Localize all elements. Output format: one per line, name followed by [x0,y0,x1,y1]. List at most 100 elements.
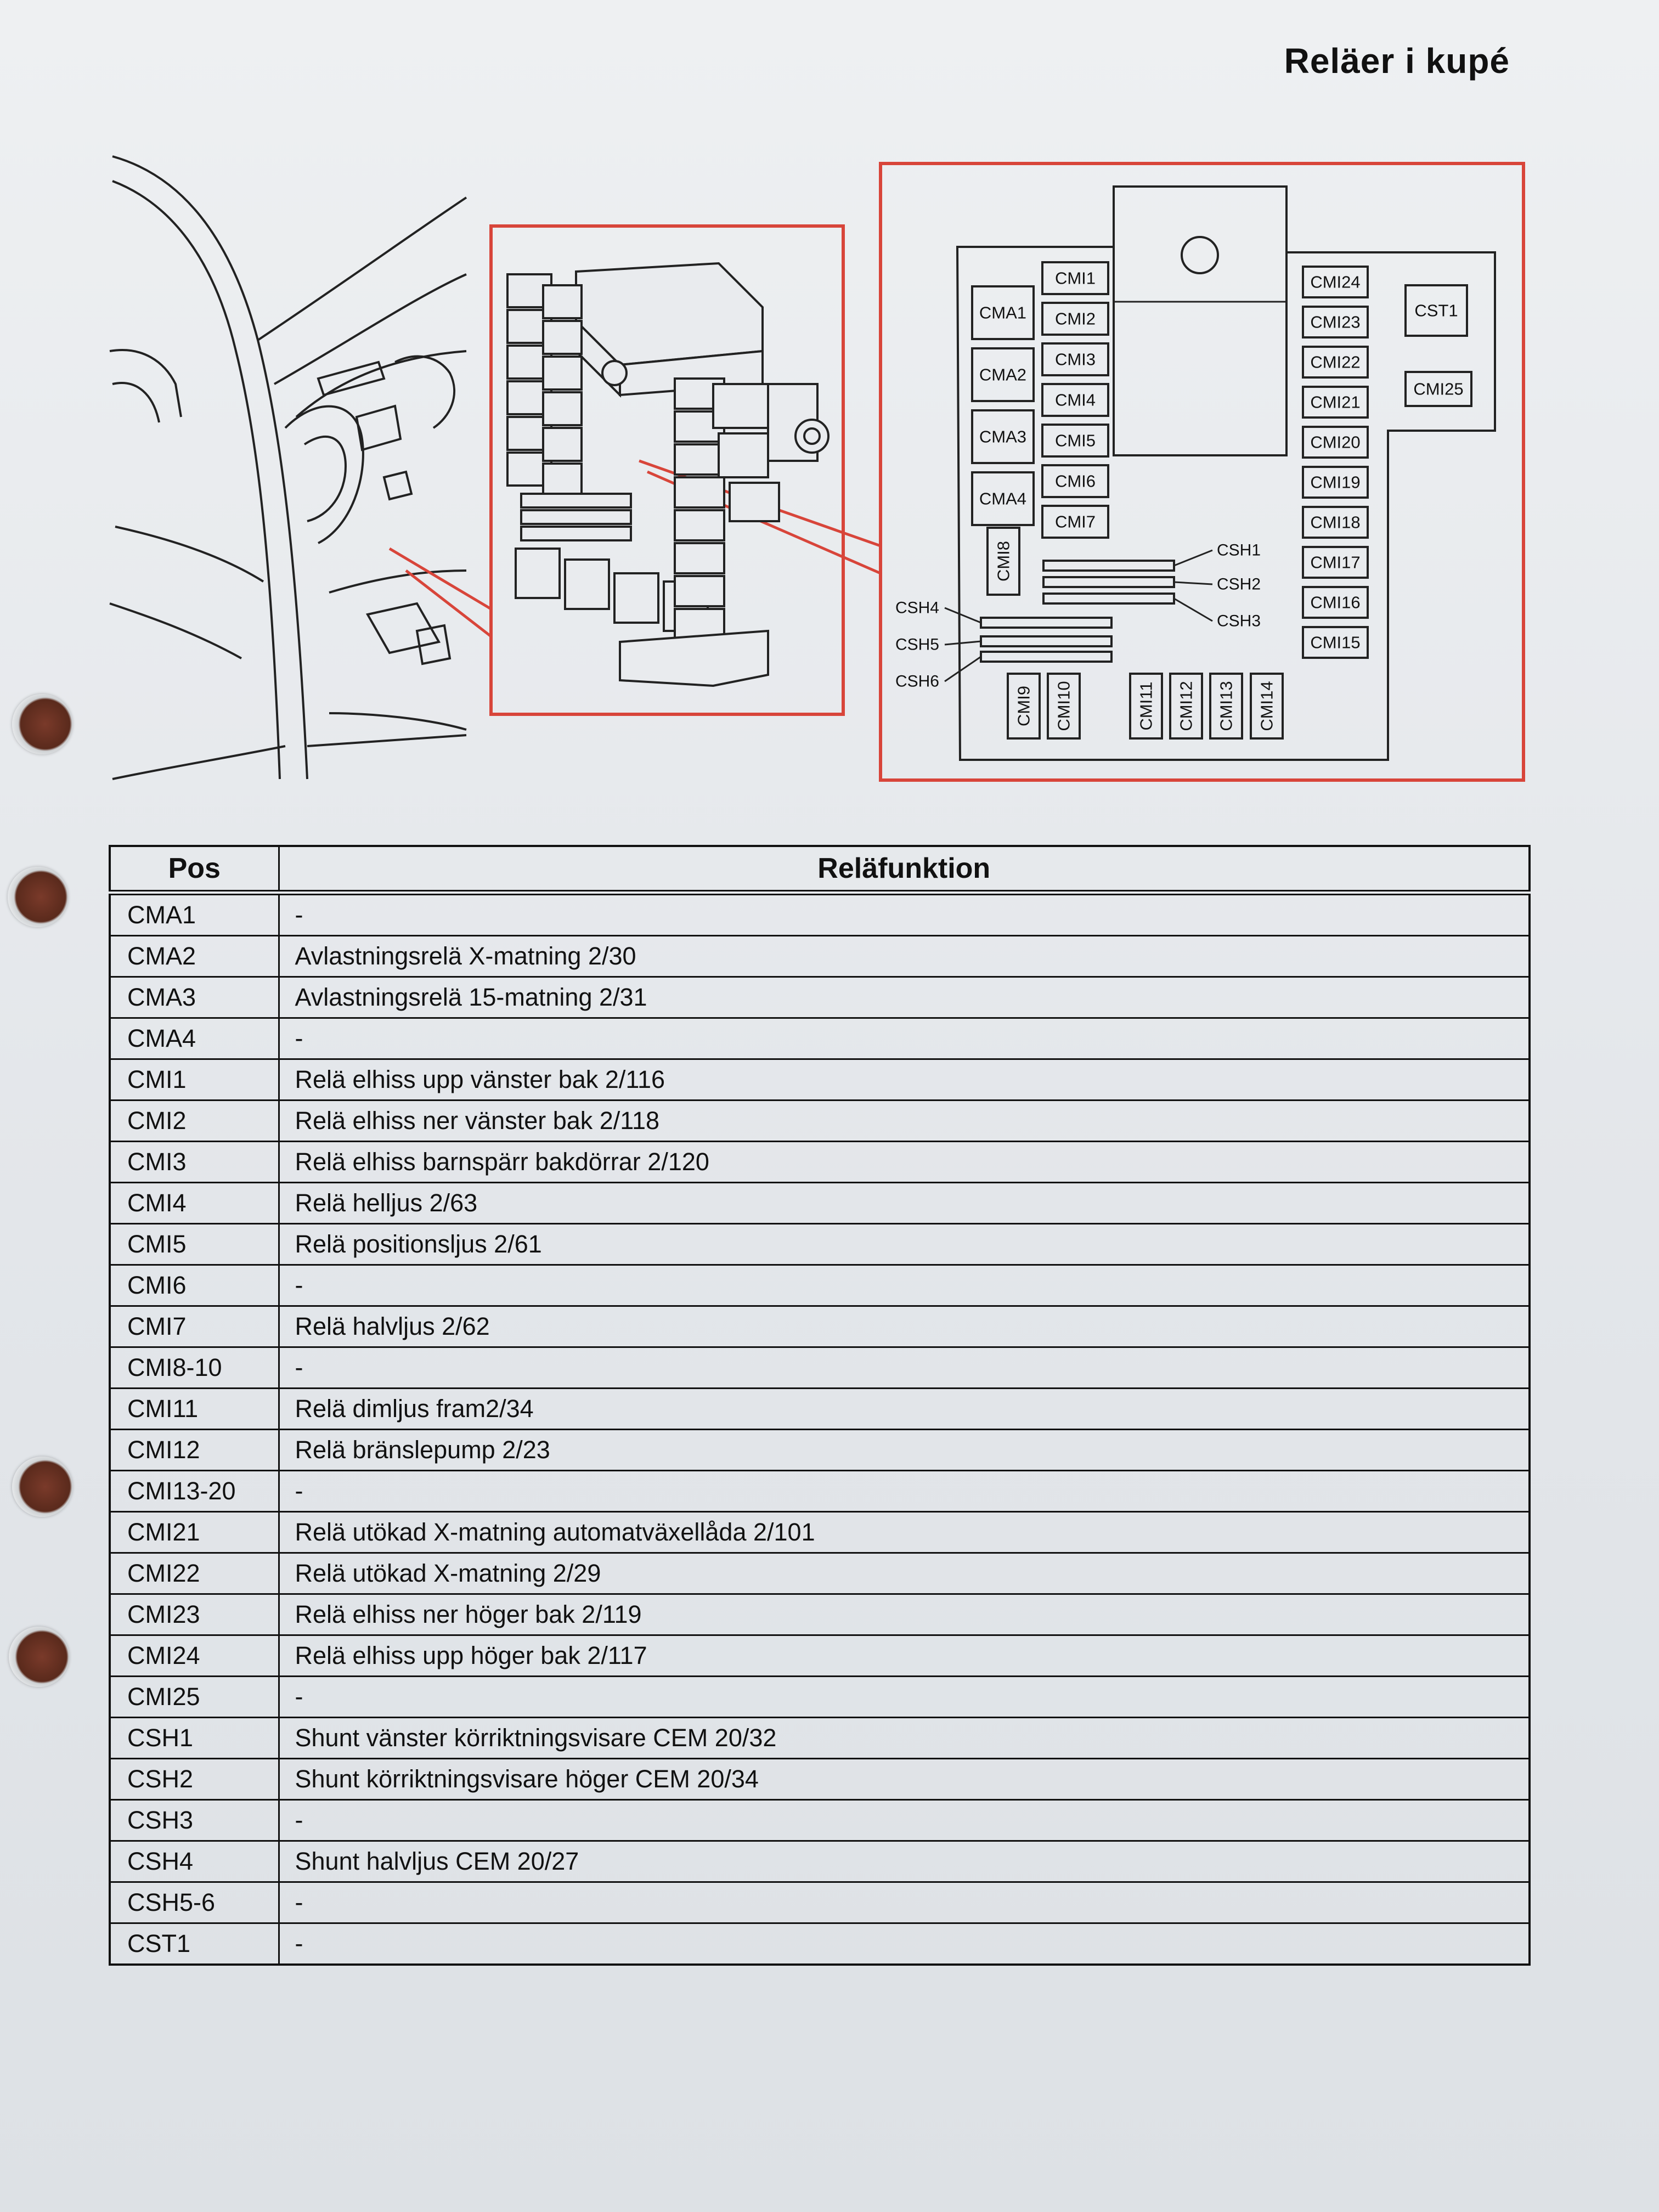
relay-cmi5-box [1041,424,1109,458]
cell-function: Relä bränslepump 2/23 [278,1429,1531,1471]
table-row: CMA4- [109,1017,1531,1060]
cell-function: Relä elhiss ner vänster bak 2/118 [278,1099,1531,1142]
relay-location-diagram: CMA1CMA2CMA3CMA4CMI1CMI2CMI3CMI4CMI5CMI6… [109,155,1525,782]
relay-cmi6-box [1041,464,1109,498]
shunt-csh1-label: CSH1 [1217,541,1261,560]
cell-pos: CMI3 [109,1141,280,1183]
relay-cma4-label: CMA4 [979,489,1026,509]
cell-pos: CMI1 [109,1058,280,1101]
relay-cmi17-box [1302,546,1369,579]
relay-cma2-label: CMA2 [979,365,1026,385]
cell-pos: CSH1 [109,1717,280,1759]
shunt-csh5-label: CSH5 [895,636,939,654]
cell-function: - [278,1675,1531,1718]
cell-pos: CMI5 [109,1223,280,1266]
table-row: CSH5-6- [109,1881,1531,1924]
relay-cmi14-label: CMI14 [1257,681,1277,731]
cell-function: Relä helljus 2/63 [278,1182,1531,1224]
fuse-block-illustration [506,262,830,687]
cell-pos: CSH5-6 [109,1881,280,1924]
cell-function: Shunt vänster körriktningsvisare CEM 20/… [278,1717,1531,1759]
relay-cmi19-box [1302,466,1369,499]
relay-cma1-box [971,285,1035,340]
relay-cmi2-box [1041,302,1109,336]
relay-cmi3-label: CMI3 [1055,350,1096,369]
cell-function: Relä elhiss barnspärr bakdörrar 2/120 [278,1141,1531,1183]
shunt-csh2-bar [1042,576,1175,588]
relay-cmi16-box [1302,586,1369,619]
cell-function: Relä utökad X-matning 2/29 [278,1552,1531,1595]
relay-cmi12-label: CMI12 [1177,681,1196,731]
relay-cmi17-label: CMI17 [1310,553,1360,572]
cell-pos: CSH2 [109,1758,280,1801]
relay-cmi4-label: CMI4 [1055,391,1096,410]
punch-hole [9,1627,69,1687]
relay-cmi1-box [1041,261,1109,295]
relay-cmi18-label: CMI18 [1310,513,1360,532]
cell-pos: CMA3 [109,976,280,1019]
zoom-box-relay-layout [879,162,1525,782]
relay-cmi9-label: CMI9 [1014,686,1034,726]
relay-cmi21-box [1302,386,1369,419]
cell-pos: CST1 [109,1922,280,1966]
cell-pos: CMA2 [109,935,280,978]
punch-hole [12,694,72,754]
cell-function: - [278,1017,1531,1060]
cell-pos: CMI22 [109,1552,280,1595]
cell-pos: CMI7 [109,1305,280,1348]
shunt-csh5-bar [980,635,1113,647]
relay-cmi1-label: CMI1 [1055,269,1096,288]
relay-cmi14-box [1250,673,1284,740]
housing-hole [1181,236,1219,274]
cell-function: Relä elhiss upp vänster bak 2/116 [278,1058,1531,1101]
shunt-csh3-bar [1042,592,1175,605]
relay-cmi20-box [1302,426,1369,459]
cell-function: - [278,1881,1531,1924]
cell-function: Relä elhiss ner höger bak 2/119 [278,1593,1531,1636]
table-row: CMI13-20- [109,1470,1531,1513]
cell-function: Avlastningsrelä X-matning 2/30 [278,935,1531,978]
relay-cmi11-label: CMI11 [1137,681,1156,730]
relay-cmi6-label: CMI6 [1055,472,1096,491]
relay-cst1-label: CST1 [1414,301,1458,320]
relay-cmi4-box [1041,383,1109,417]
cell-function: Shunt halvljus CEM 20/27 [278,1840,1531,1883]
column-header-function: Reläfunktion [278,845,1531,895]
relay-cmi15-box [1302,626,1369,659]
shunt-csh6-bar [980,651,1113,663]
table-row: CSH3- [109,1799,1531,1842]
shunt-csh6-label: CSH6 [895,673,939,691]
cell-function: Relä positionsljus 2/61 [278,1223,1531,1266]
table-row: CMI6- [109,1264,1531,1307]
relay-cmi3-box [1041,342,1109,376]
table-row: CMA1- [109,891,1531,936]
cell-pos: CMI24 [109,1634,280,1677]
relay-cmi19-label: CMI19 [1310,473,1360,492]
shunt-csh1-bar [1042,560,1175,572]
cell-function: - [278,1470,1531,1513]
zoom-box-fuse-block [489,224,845,716]
relay-cma3-box [971,409,1035,464]
cell-function: Relä halvljus 2/62 [278,1305,1531,1348]
cell-pos: CMI2 [109,1099,280,1142]
relay-cmi18-box [1302,506,1369,539]
cell-pos: CMA4 [109,1017,280,1060]
relay-cmi11-box [1129,673,1163,740]
cell-function: Relä elhiss upp höger bak 2/117 [278,1634,1531,1677]
cell-pos: CMI8-10 [109,1346,280,1389]
cell-pos: CSH4 [109,1840,280,1883]
relay-cmi10-label: CMI10 [1054,681,1074,731]
relay-cmi7-box [1041,505,1109,539]
car-interior-illustration [109,155,467,780]
cell-pos: CMI12 [109,1429,280,1471]
table-row: CMI25- [109,1675,1531,1718]
